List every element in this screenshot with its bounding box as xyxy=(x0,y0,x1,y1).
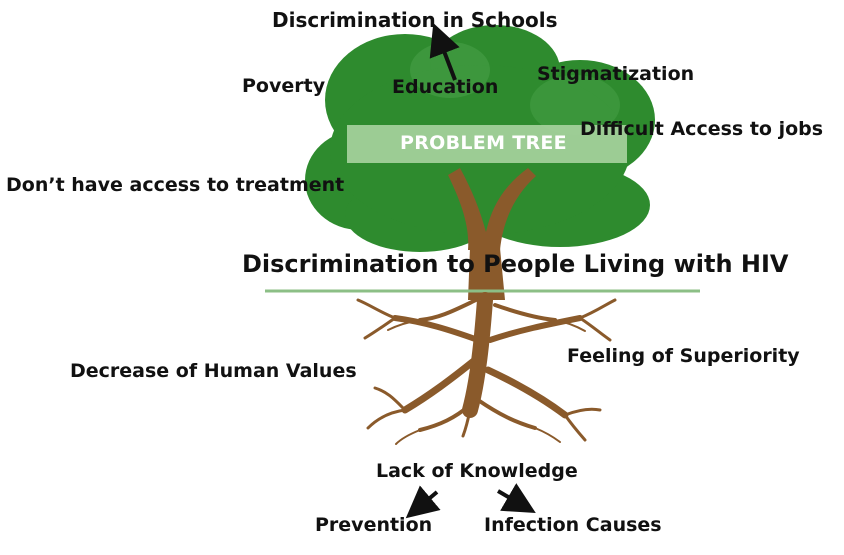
arrow-education-to-schools xyxy=(429,23,460,81)
effect-stigmatization: Stigmatization xyxy=(537,63,695,85)
effect-discrimination-in-schools: Discrimination in Schools xyxy=(272,8,558,32)
cause-infection-causes: Infection Causes xyxy=(484,514,662,536)
banner-text: PROBLEM TREE xyxy=(400,132,567,154)
effect-education: Education xyxy=(392,76,499,98)
cause-decrease-of-human-values: Decrease of Human Values xyxy=(70,360,357,382)
arrow-knowledge-to-infection xyxy=(496,483,536,514)
effect-no-access-to-treatment: Don’t have access to treatment xyxy=(6,174,345,196)
cause-lack-of-knowledge: Lack of Knowledge xyxy=(376,460,578,482)
tree-trunk xyxy=(448,168,536,300)
arrow-knowledge-to-prevention xyxy=(405,485,441,519)
main-problem-label: Discrimination to People Living with HIV xyxy=(242,250,789,278)
effect-difficult-access-to-jobs: Difficult Access to jobs xyxy=(580,118,824,140)
problem-tree-banner xyxy=(347,125,627,163)
effect-poverty: Poverty xyxy=(242,75,326,97)
cause-prevention: Prevention xyxy=(315,514,433,536)
tree-roots xyxy=(356,292,617,445)
cause-feeling-of-superiority: Feeling of Superiority xyxy=(567,345,800,367)
